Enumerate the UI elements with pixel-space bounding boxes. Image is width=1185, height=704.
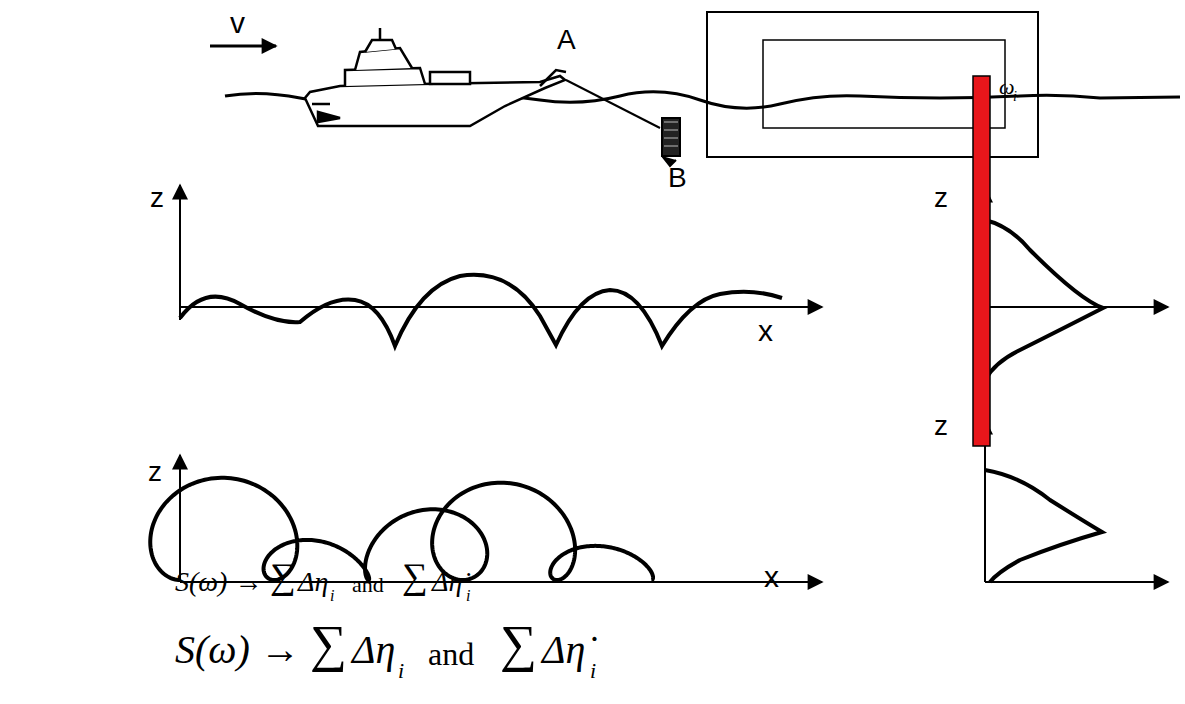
axis-label: z: [148, 458, 162, 486]
distribution-axes: [985, 188, 1168, 582]
subscript: i: [466, 588, 470, 604]
wave-elevation-curve: [180, 275, 782, 346]
subscript: i: [1013, 90, 1017, 104]
record-frame-inner: [763, 40, 1005, 128]
formula-text: S(ω) →: [175, 630, 300, 670]
subscript: i: [590, 660, 596, 682]
formula-text: Δη̇: [432, 568, 462, 596]
particle-orbit-curve: [150, 478, 653, 580]
ship: [305, 28, 566, 126]
axis-label: x: [758, 316, 773, 346]
formula-text: Δη: [352, 630, 395, 670]
formula-text: Δη̇: [542, 630, 585, 670]
axis-label: z: [934, 412, 948, 440]
formula-sum: ∑: [402, 558, 428, 594]
formula-text: and: [352, 574, 384, 596]
elevation-axes: [180, 185, 822, 320]
formula-sum: ∑: [500, 618, 537, 670]
subscript: i: [398, 660, 404, 682]
axis-label: x: [764, 562, 779, 592]
formula-sum: ∑: [270, 558, 296, 594]
formula-text: Δη: [298, 568, 328, 596]
subscript: i: [330, 588, 334, 604]
point-label: B: [668, 164, 687, 192]
axis-label: z: [934, 184, 948, 212]
formula-text: and: [428, 638, 474, 670]
velocity-distribution: [985, 470, 1102, 582]
point-label: A: [557, 26, 576, 54]
elevation-distribution: [985, 220, 1103, 380]
axis-label: z: [150, 184, 164, 212]
formula-sum: ∑: [310, 618, 347, 670]
frequency-symbol: ω: [999, 76, 1015, 98]
formula-text: S(ω) →: [175, 568, 262, 596]
velocity-label: v: [230, 8, 245, 38]
sensor-b: [566, 80, 680, 166]
velocity-arrow: [210, 45, 276, 48]
frequency-band: [973, 76, 990, 446]
